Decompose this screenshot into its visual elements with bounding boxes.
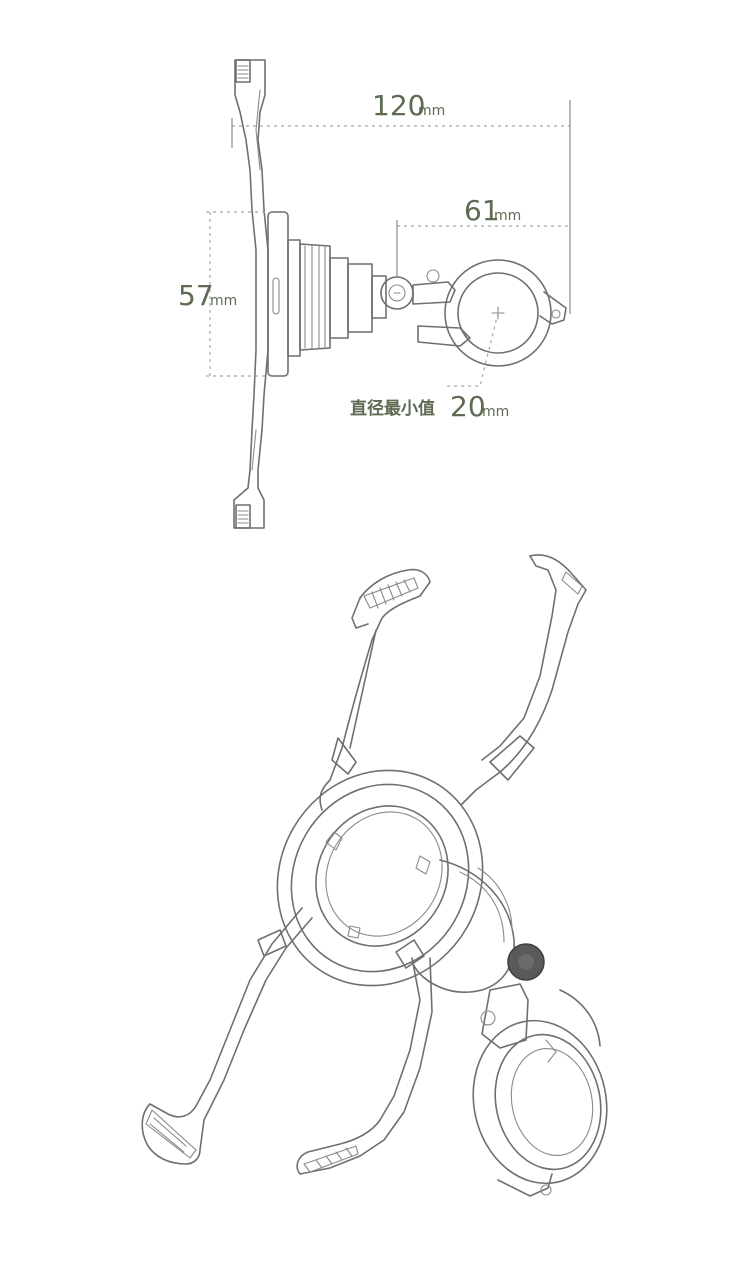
- dim-unit-61: mm: [494, 208, 521, 224]
- dim-value-57: 57: [178, 279, 214, 312]
- label-61mm: 61 mm: [464, 194, 521, 227]
- label-57mm: 57 mm: [178, 279, 237, 312]
- dim-value-61: 61: [464, 194, 500, 227]
- min-diameter-label: 直径最小值: [350, 398, 435, 419]
- side-view-drawing: [233, 59, 567, 529]
- label-min-diameter: 直径最小值 20 mm: [350, 390, 509, 423]
- dim-value-120: 120: [372, 89, 425, 122]
- dim-value-20: 20: [450, 390, 486, 423]
- dim-unit-20: mm: [482, 404, 509, 420]
- dim-unit-120: mm: [418, 103, 445, 119]
- dimension-lines: [206, 100, 571, 387]
- perspective-view-drawing: [141, 554, 608, 1197]
- label-120mm: 120 mm: [372, 89, 445, 122]
- dim-unit-57: mm: [210, 293, 237, 309]
